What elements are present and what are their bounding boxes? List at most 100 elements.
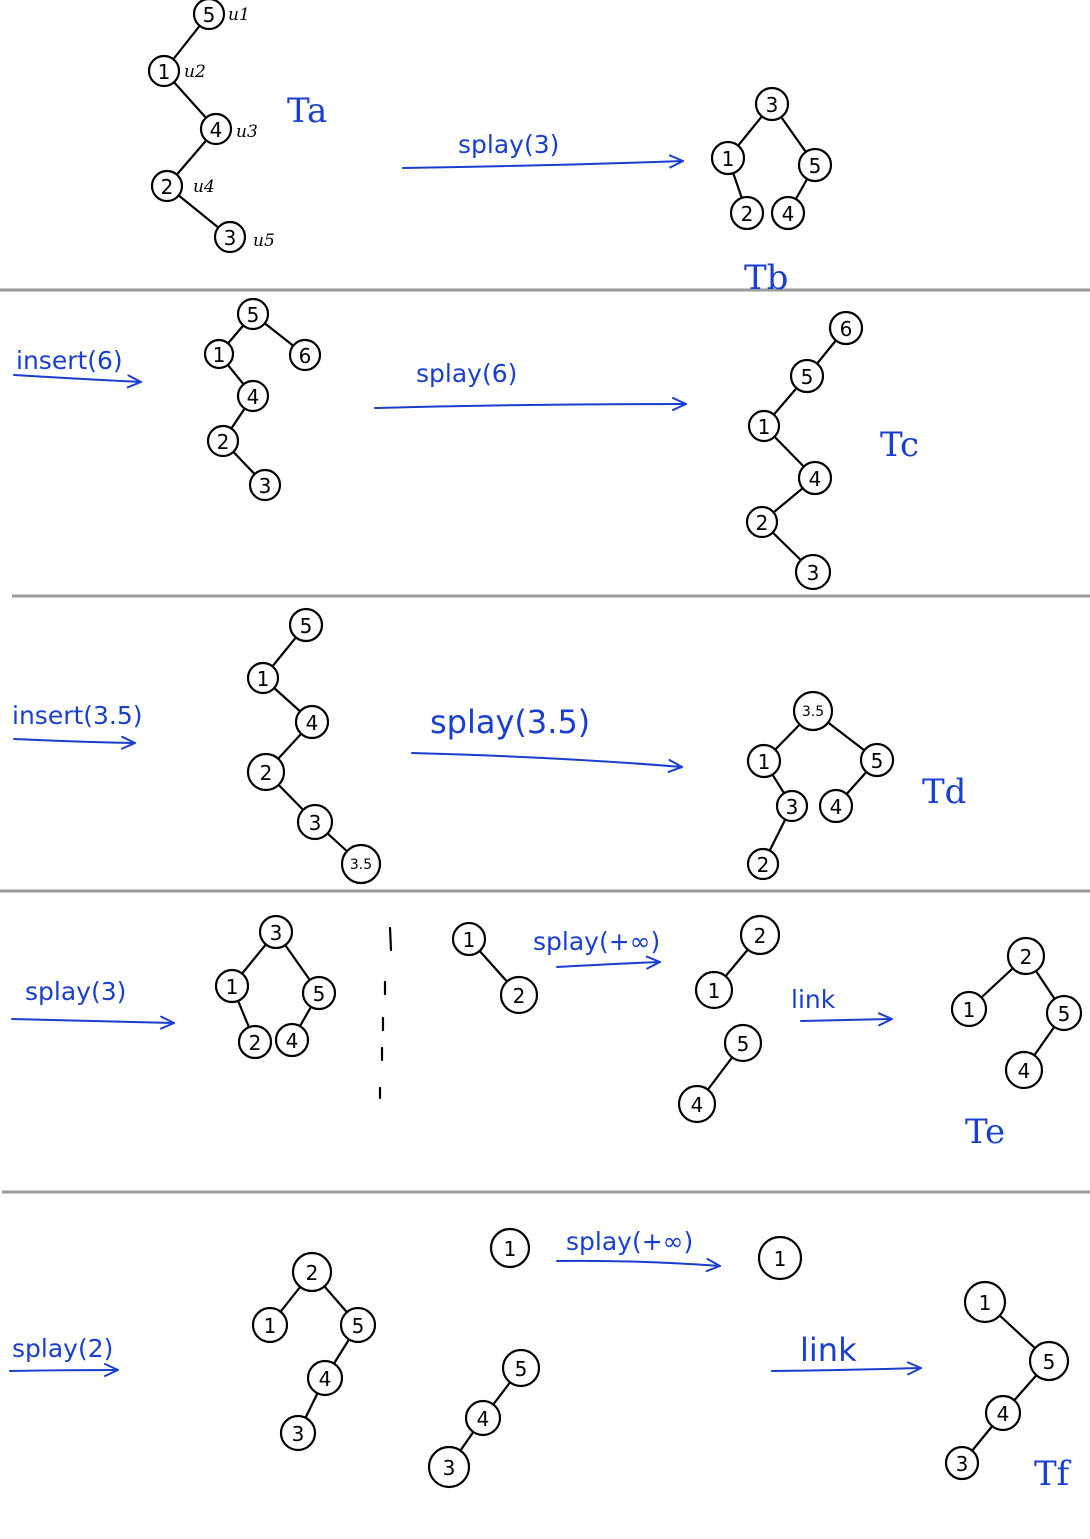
tree-node-one: 1: [203, 338, 235, 370]
node-label: 3: [270, 921, 283, 945]
node-circle: [710, 140, 746, 176]
tree-node-one: 1: [746, 743, 782, 779]
node-circle: [464, 1399, 502, 1437]
node-circle: [294, 704, 330, 740]
node-label: 1: [463, 928, 476, 952]
node-circle: [214, 968, 250, 1004]
tree-node-three: 3: [775, 789, 809, 823]
node-label: 5: [203, 3, 216, 27]
tree-node-three: 3: [427, 1445, 471, 1489]
node-circle: [192, 0, 226, 31]
tree-node-four: 4: [306, 1359, 344, 1397]
node-label: 5: [1058, 1002, 1071, 1026]
operation-label: link: [800, 1331, 857, 1369]
node-circle: [1028, 1340, 1070, 1382]
node-circle: [828, 310, 864, 346]
node-circle: [797, 460, 833, 496]
node-label: 1: [979, 1291, 992, 1315]
node-label: 3: [309, 811, 322, 835]
operation-arrow: [9, 1363, 119, 1378]
node-circle: [199, 112, 233, 146]
tree-name-tb: Tb: [744, 258, 788, 298]
tree-node-one: 1: [963, 1280, 1007, 1324]
node-label: 3.5: [802, 704, 824, 720]
tree-node-one: 1: [214, 968, 250, 1004]
tree-name-td: Td: [922, 772, 966, 812]
node-label: 6: [299, 344, 312, 368]
node-label: 1: [264, 1314, 277, 1338]
node-label: 1: [774, 1247, 787, 1271]
node-label: 5: [871, 749, 884, 773]
operation-label: insert(6): [16, 346, 123, 375]
tree-node-one: 1: [757, 1235, 803, 1281]
operation-label: splay(3): [25, 977, 126, 1006]
node-circle: [501, 1348, 541, 1388]
node-circle: [963, 1280, 1007, 1324]
node-circle: [288, 338, 322, 372]
node-label: 4: [306, 711, 319, 735]
tree-node-five: 5: [859, 742, 895, 778]
node-label: 4: [691, 1093, 704, 1117]
tree-node-three-point-five: 3.5: [792, 690, 834, 732]
tree-node-five: 5: [1028, 1340, 1070, 1382]
tree-node-five: 5: [236, 297, 270, 331]
node-circle: [246, 752, 286, 792]
node-circle: [1006, 936, 1046, 976]
tree-node-four: 4: [818, 788, 854, 824]
operation-arrow: [556, 955, 661, 970]
operation-arrow: [374, 397, 687, 412]
node-label: 1: [213, 343, 226, 367]
node-circle: [339, 1306, 377, 1344]
operation-arrow: [11, 1015, 175, 1030]
tree-node-two: 2: [237, 1024, 273, 1060]
node-circle: [859, 742, 895, 778]
node-label: 4: [1018, 1059, 1031, 1083]
tree-node-four: 4: [464, 1399, 502, 1437]
node-label: 3: [292, 1422, 305, 1446]
tree-node-one: 1: [147, 54, 181, 88]
node-circle: [746, 847, 780, 881]
node-label: 2: [217, 430, 230, 454]
node-circle: [747, 409, 781, 443]
node-label: 4: [319, 1367, 332, 1391]
node-circle: [296, 803, 334, 841]
node-circle: [489, 1227, 531, 1269]
node-label: 2: [741, 202, 754, 226]
node-circle: [789, 358, 825, 394]
tree-node-five: 5: [797, 147, 833, 183]
tree-name-te: Te: [965, 1112, 1005, 1152]
node-circle: [944, 1445, 980, 1481]
node-circle: [150, 169, 184, 203]
node-tag-u2: u2: [184, 62, 206, 82]
node-label: 3: [807, 561, 820, 585]
node-label: 2: [754, 924, 767, 948]
node-circle: [274, 1022, 310, 1058]
node-circle: [794, 553, 832, 591]
node-label: 3: [259, 474, 272, 498]
node-label: 4: [286, 1029, 299, 1053]
tree-node-one: 1: [710, 140, 746, 176]
tree-node-three: 3: [258, 914, 294, 950]
node-label: 5: [515, 1357, 528, 1381]
operation-arrow: [771, 1361, 922, 1376]
operation-arrow: [13, 735, 136, 750]
node-circle: [770, 195, 806, 231]
node-label: 4: [809, 467, 822, 491]
node-label: 2: [249, 1031, 262, 1055]
node-circle: [754, 86, 790, 122]
node-label: 3: [956, 1452, 969, 1476]
node-circle: [147, 54, 181, 88]
tree-node-two: 2: [246, 752, 286, 792]
tree-name-tc: Tc: [880, 425, 919, 465]
node-circle: [301, 975, 337, 1011]
operation-label: link: [791, 985, 836, 1014]
node-circle: [203, 338, 235, 370]
node-label: 5: [801, 365, 814, 389]
node-label: 4: [997, 1402, 1010, 1426]
node-circle: [1004, 1050, 1044, 1090]
tree-node-one: 1: [251, 1306, 289, 1344]
tree-node-four: 4: [236, 379, 270, 413]
operation-arrow: [13, 374, 142, 389]
